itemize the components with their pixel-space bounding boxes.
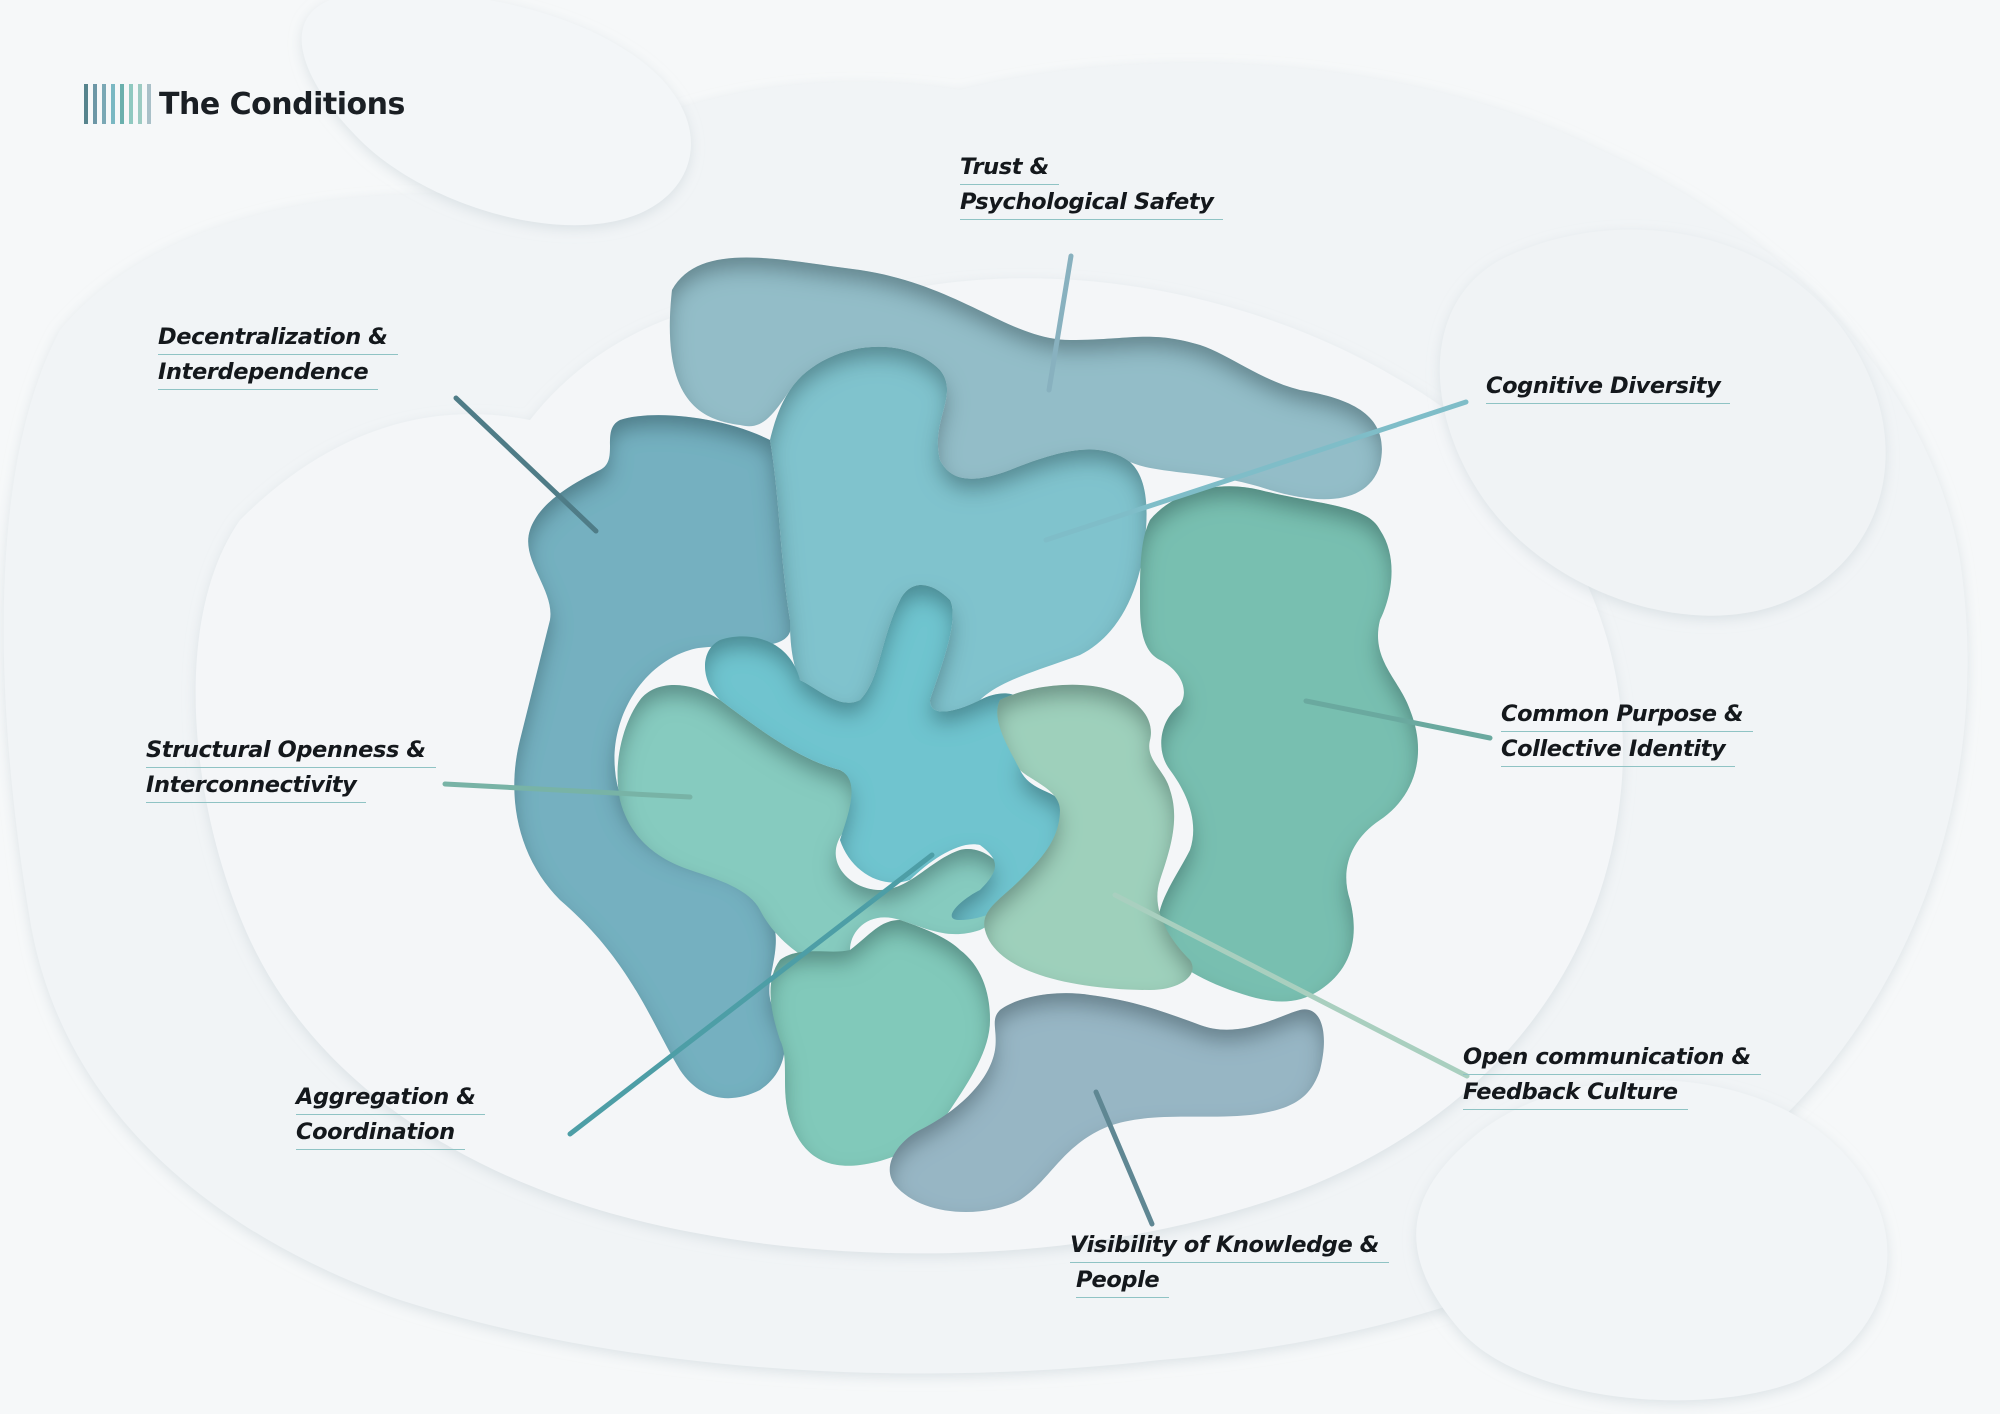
label-common-purpose-line2: Collective Identity [1501, 732, 1736, 767]
piece-structural [617, 685, 1013, 962]
label-common-purpose-line1: Common Purpose & [1501, 697, 1754, 732]
background-blob [301, 0, 691, 226]
piece-aggregation [770, 920, 990, 1166]
header-stripe [84, 84, 88, 124]
leader-line-decentralization [453, 395, 599, 534]
label-trust-line2: Psychological Safety [960, 185, 1224, 220]
header-stripe [138, 84, 142, 124]
label-common-purpose: Common Purpose & Collective Identity [1501, 697, 1754, 767]
label-decentralization-line2: Interdependence [158, 355, 379, 390]
background-blob [1439, 229, 1886, 616]
piece-open-communication [984, 684, 1193, 990]
label-structural-line1: Structural Openness & [146, 733, 436, 768]
piece-common-purpose [1140, 486, 1419, 1002]
background-blob [1416, 1080, 1888, 1401]
header-stripe [129, 84, 133, 124]
header-stripe [120, 84, 124, 124]
label-visibility-line2: People [1076, 1263, 1170, 1298]
piece-aggregation-center [705, 585, 1064, 920]
label-aggregation-line2: Coordination [296, 1115, 465, 1150]
leader-lines [442, 253, 1493, 1227]
header-stripe [147, 84, 151, 124]
label-visibility-line1: Visibility of Knowledge & [1070, 1228, 1390, 1263]
label-open-communication: Open communication & Feedback Culture [1463, 1040, 1761, 1110]
leader-line-common-purpose [1303, 698, 1493, 741]
label-structural-line2: Interconnectivity [146, 768, 367, 803]
header: The Conditions [84, 82, 405, 126]
label-aggregation: Aggregation & Coordination [296, 1080, 486, 1150]
piece-trust [669, 257, 1382, 500]
header-stripes-icon [84, 84, 151, 124]
puzzle-pieces [514, 257, 1419, 1212]
piece-decentralization [514, 415, 791, 1099]
leader-line-visibility [1093, 1089, 1155, 1227]
header-stripe [93, 84, 97, 124]
header-stripe [111, 84, 115, 124]
label-aggregation-line1: Aggregation & [296, 1080, 486, 1115]
label-open-communication-line1: Open communication & [1463, 1040, 1761, 1075]
label-trust-line1: Trust & [960, 150, 1059, 185]
label-visibility: Visibility of Knowledge & People [1070, 1228, 1390, 1298]
leader-line-cognitive [1043, 399, 1469, 543]
page-title: The Conditions [159, 86, 405, 122]
leader-line-trust [1046, 253, 1074, 393]
label-trust: Trust & Psychological Safety [960, 150, 1224, 220]
label-open-communication-line2: Feedback Culture [1463, 1075, 1688, 1110]
leader-line-aggregation [567, 852, 935, 1137]
label-decentralization: Decentralization & Interdependence [158, 320, 398, 390]
leader-line-open-communication [1112, 892, 1470, 1079]
header-stripe [102, 84, 106, 124]
label-decentralization-line1: Decentralization & [158, 320, 398, 355]
leader-line-structural [442, 781, 693, 800]
piece-cognitive [770, 346, 1147, 712]
label-cognitive-diversity: Cognitive Diversity [1486, 369, 1731, 404]
label-cognitive-line1: Cognitive Diversity [1486, 369, 1731, 404]
label-structural-openness: Structural Openness & Interconnectivity [146, 733, 436, 803]
piece-visibility [889, 993, 1324, 1212]
